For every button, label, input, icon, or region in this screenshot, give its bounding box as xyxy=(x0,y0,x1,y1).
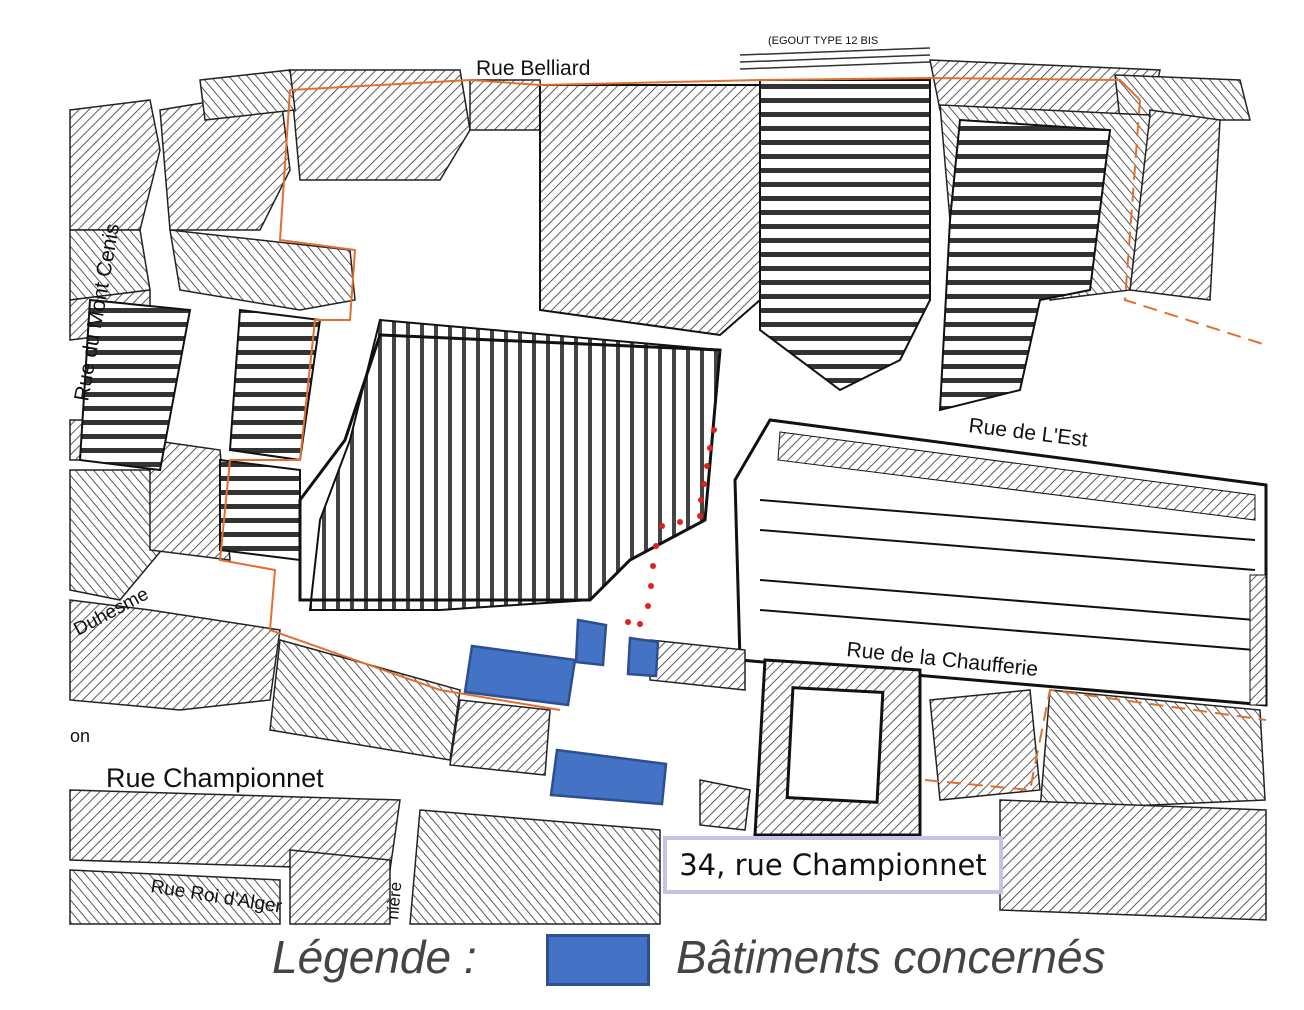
legend-swatch xyxy=(546,934,650,986)
address-label: 34, rue Championnet xyxy=(663,836,1003,894)
rue-de-lest-building xyxy=(733,418,1268,707)
sewer-line xyxy=(739,47,931,70)
legend-label: Légende : xyxy=(272,931,477,983)
concerned-building-4 xyxy=(549,748,668,806)
street-fragment-on: on xyxy=(70,726,90,746)
legend-item-text: Bâtiments concernés xyxy=(676,931,1106,983)
street-rue-belliard: Rue Belliard xyxy=(476,57,590,80)
concerned-building-1 xyxy=(463,644,577,707)
square-building xyxy=(753,658,922,837)
red-dotted-route xyxy=(625,427,717,627)
street-rue-championnet: Rue Championnet xyxy=(106,763,324,793)
sewer-label: (EGOUT TYPE 12 BIS xyxy=(768,35,878,47)
bottom-blocks xyxy=(69,599,1267,925)
parking-structures xyxy=(78,79,1112,611)
central-plaza-outline xyxy=(298,333,722,602)
concerned-building-3 xyxy=(626,636,660,678)
concerned-buildings xyxy=(463,618,668,806)
street-fragment-niere: nière xyxy=(383,881,405,920)
concerned-building-2 xyxy=(574,618,608,667)
site-boundary xyxy=(218,76,1267,792)
